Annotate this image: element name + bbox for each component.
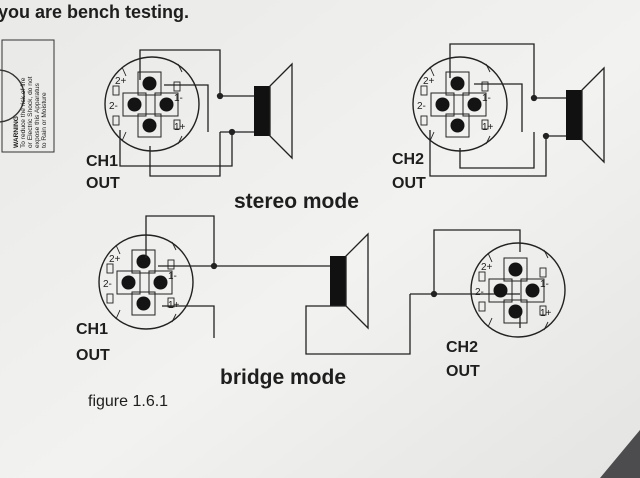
- svg-text:expose this Apparatus: expose this Apparatus: [34, 82, 41, 148]
- bridge-ch1-out-label: OUT: [76, 347, 110, 364]
- paper-shadow: [600, 430, 640, 478]
- stereo-ch2-out-label: OUT: [392, 175, 426, 192]
- bridge-ch2-label: CH2: [446, 339, 478, 356]
- figure-caption: figure 1.6.1: [88, 393, 168, 410]
- header-text: you are bench testing.: [0, 2, 189, 22]
- bridge-ch1-label: CH1: [76, 321, 108, 338]
- stereo-ch2-wires: [429, 43, 566, 177]
- stereo-mode-label: stereo mode: [234, 190, 359, 213]
- bridge-mode-label: bridge mode: [220, 366, 346, 389]
- svg-text:To reduce the risk of fire: To reduce the risk of fire: [20, 77, 27, 148]
- svg-text:WARNING: WARNING: [13, 116, 20, 148]
- stereo-ch1-label: CH1: [86, 153, 118, 170]
- bridge-ch2-out-label: OUT: [446, 363, 480, 380]
- stereo-ch1-wires: [119, 49, 254, 177]
- warning-label: WARNING To reduce the risk of fire or El…: [0, 39, 55, 153]
- svg-text:to Rain or Moisture: to Rain or Moisture: [41, 92, 48, 148]
- stereo-ch2-label: CH2: [392, 151, 424, 168]
- svg-text:or Electric Shock, do not: or Electric Shock, do not: [27, 76, 34, 148]
- bridge-ch1-wires: [145, 215, 330, 338]
- stereo-ch1-out-label: OUT: [86, 175, 120, 192]
